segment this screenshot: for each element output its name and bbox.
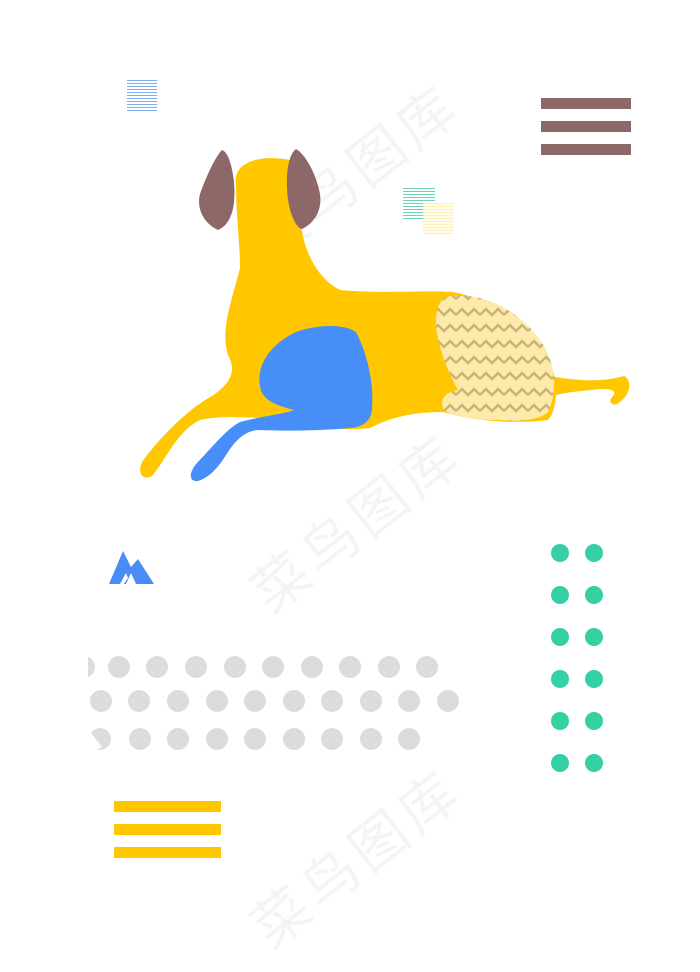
yellow-bar: [114, 801, 221, 812]
gray-dot: [339, 656, 361, 678]
gray-dot: [301, 656, 323, 678]
gray-dot: [416, 656, 438, 678]
gray-dot: [128, 690, 150, 712]
gray-dot: [398, 728, 420, 750]
gray-dot: [398, 690, 420, 712]
dog-zigzag-hindleg: [436, 295, 555, 421]
gray-dot: [167, 728, 189, 750]
dog-ear-right: [286, 149, 321, 229]
gray-dot: [378, 656, 400, 678]
gray-dot: [283, 690, 305, 712]
gray-dot: [360, 728, 382, 750]
green-dot: [585, 712, 603, 730]
gray-dot: [321, 728, 343, 750]
brown-bars-decoration: [541, 98, 631, 158]
green-dot: [551, 712, 569, 730]
green-dot: [551, 628, 569, 646]
gray-dot: [262, 656, 284, 678]
dog-blue-patch: [190, 326, 373, 482]
green-dot-grid: [550, 543, 606, 775]
green-dot: [585, 628, 603, 646]
gray-dot: [283, 728, 305, 750]
gray-dot: [88, 656, 95, 678]
gray-dot: [360, 690, 382, 712]
yellow-bar: [114, 824, 221, 835]
brown-bar: [541, 121, 631, 132]
gray-dot: [244, 728, 266, 750]
green-dot: [585, 754, 603, 772]
blue-striped-square: [127, 80, 157, 111]
green-dot: [551, 544, 569, 562]
yellow-bars-decoration: [114, 801, 221, 859]
gray-dot: [244, 690, 266, 712]
dog-ear-left: [199, 150, 235, 230]
green-dot: [551, 586, 569, 604]
brown-bar: [541, 144, 631, 155]
cream-striped-square: [423, 203, 454, 234]
mountain-icon: [109, 551, 154, 584]
gray-dot: [224, 656, 246, 678]
gray-dot: [146, 656, 168, 678]
green-dot: [585, 586, 603, 604]
gray-dot-grid: [88, 656, 459, 754]
green-dot: [551, 670, 569, 688]
brown-bar: [541, 98, 631, 109]
gray-dot: [185, 656, 207, 678]
gray-dot: [321, 690, 343, 712]
green-dot: [551, 754, 569, 772]
green-dot: [585, 544, 603, 562]
gray-dot: [206, 728, 228, 750]
green-dot: [585, 670, 603, 688]
gray-dot: [90, 690, 112, 712]
gray-dot: [206, 690, 228, 712]
gray-dot: [437, 690, 459, 712]
yellow-bar: [114, 847, 221, 858]
gray-dot: [108, 656, 130, 678]
gray-dot: [129, 728, 151, 750]
gray-dot: [167, 690, 189, 712]
